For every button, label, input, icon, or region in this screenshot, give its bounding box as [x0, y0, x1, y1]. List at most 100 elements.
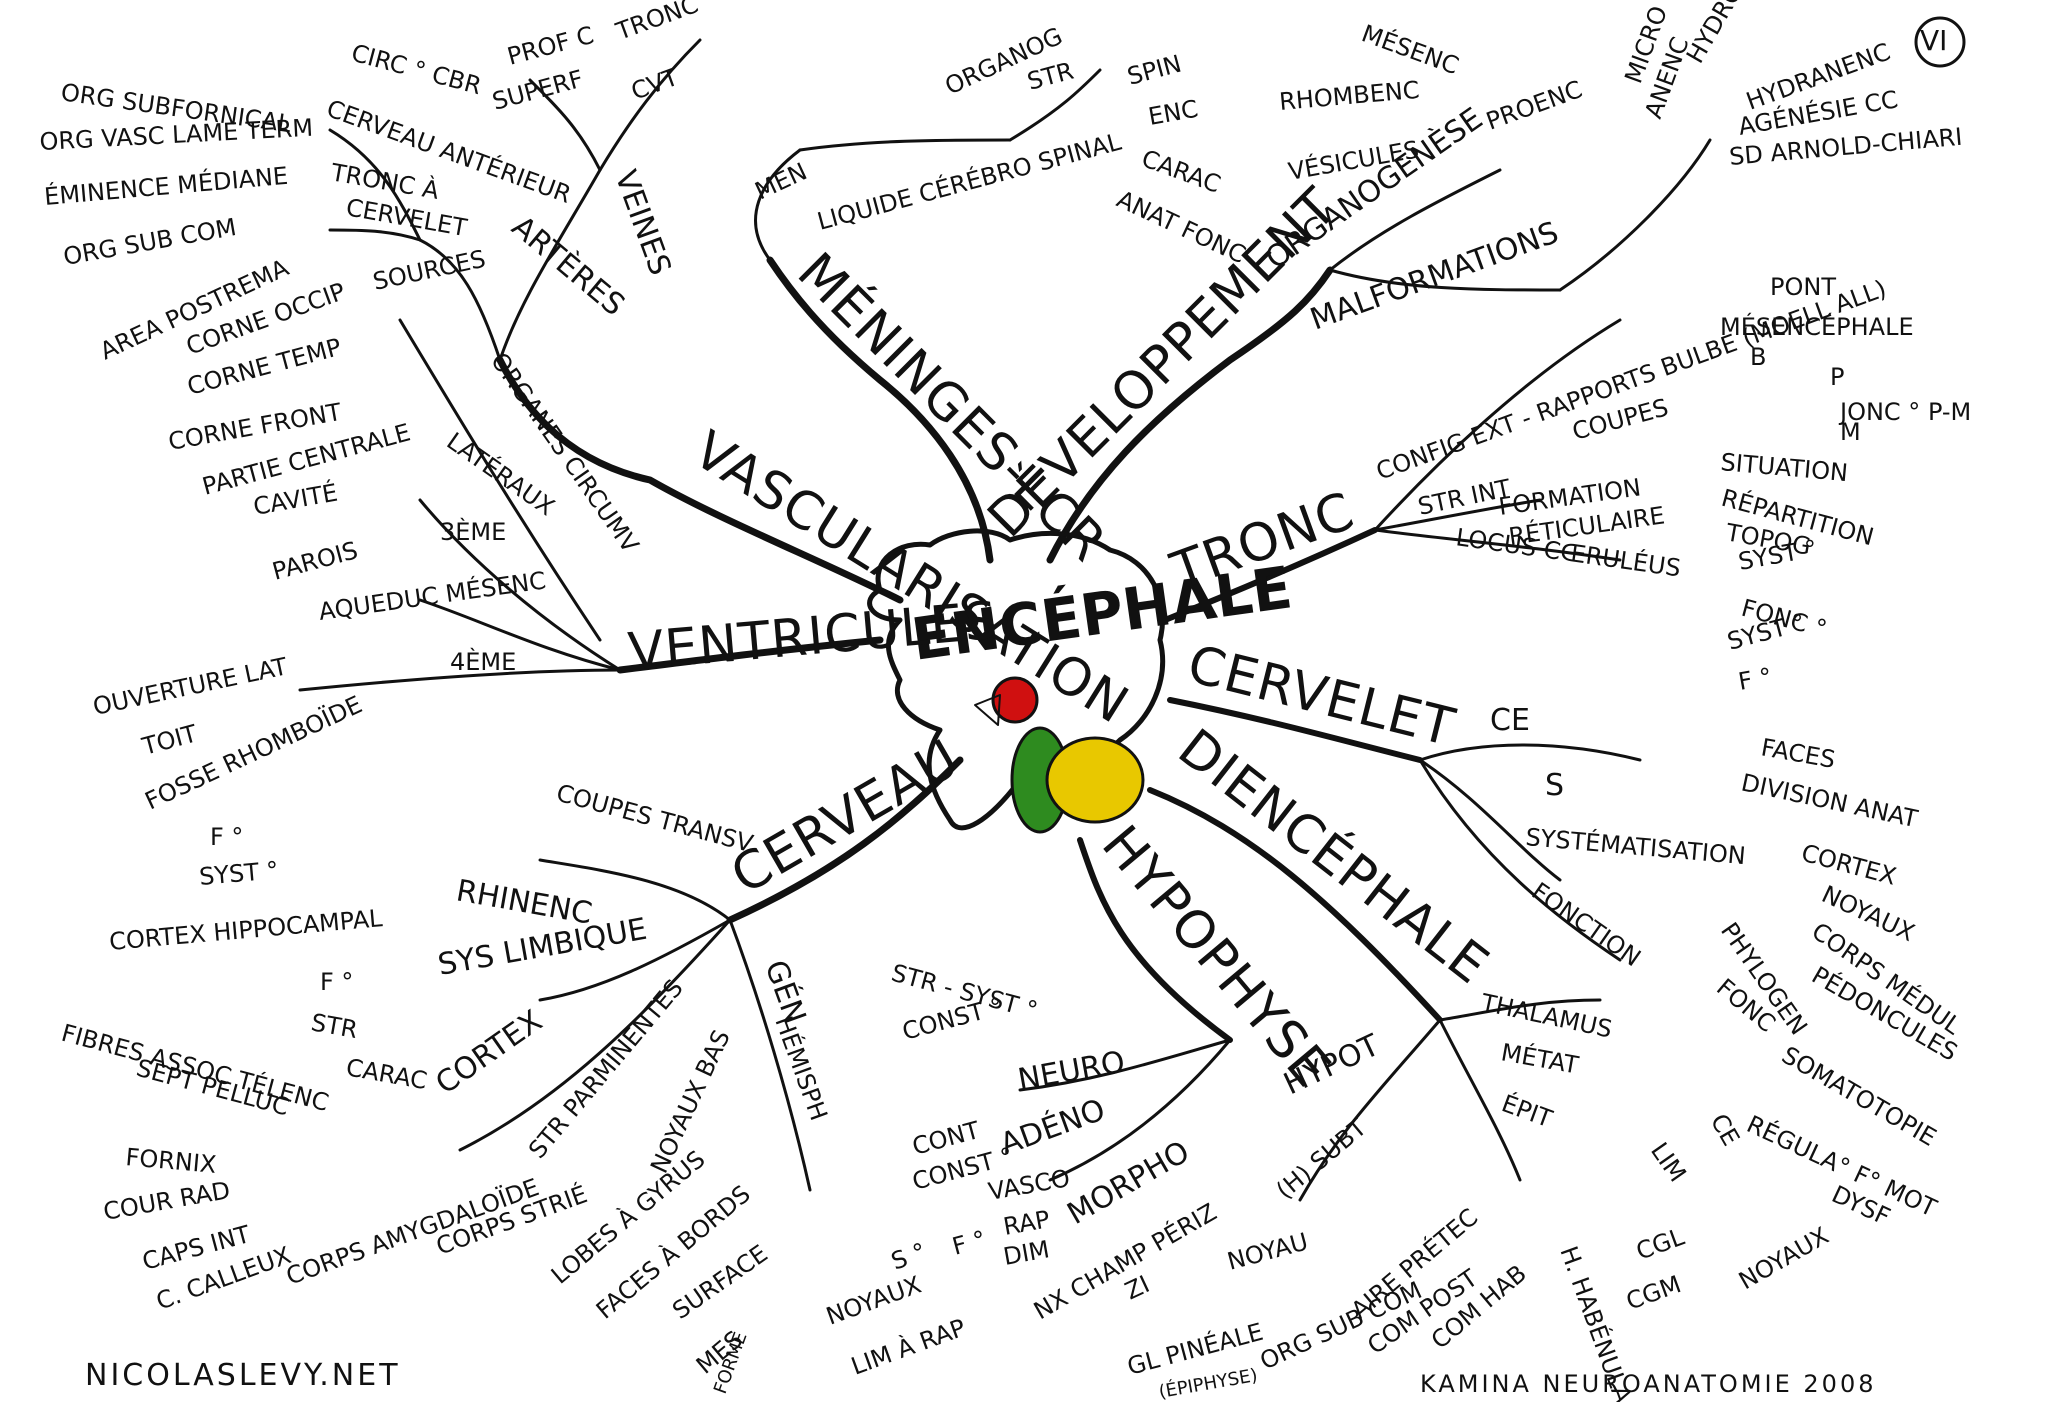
- node-label: RHINENC: [454, 873, 595, 931]
- node-label: CORTEX: [1798, 839, 1899, 891]
- branch-developpement: [1046, 266, 1334, 564]
- node-label: P: [1830, 363, 1844, 391]
- connector-line: [1018, 1038, 1232, 1092]
- connector-line: [1373, 498, 1542, 532]
- node-label: SPIN: [1124, 50, 1184, 91]
- connector-line: [1418, 758, 1562, 882]
- node-label: S °: [887, 1237, 929, 1275]
- connector-line: [1438, 998, 1602, 1022]
- node-label: LOBES À GYRUS: [545, 1144, 710, 1289]
- connector-line: [418, 498, 622, 672]
- brain-red-dot: [991, 676, 1039, 724]
- credit-left: NICOLASLEVY.NET: [85, 1358, 401, 1393]
- node-label: PONT: [1770, 273, 1836, 301]
- connector-line: [538, 918, 732, 1002]
- node-label: F °: [320, 968, 353, 996]
- group-cervelet: CE S FACES DIVISION ANAT SYSTÉMATISATION…: [1490, 703, 1967, 1231]
- branch-meninges: [766, 256, 994, 564]
- node-label: NEURO: [1015, 1045, 1127, 1098]
- group-hypophyse: NEURO STR - SYST ° CONST ° ADÉNO CONT CO…: [822, 959, 1195, 1381]
- node-label: (H) SUBT: [1271, 1113, 1372, 1204]
- connector-line: [298, 668, 622, 692]
- node-label: SUPERF: [489, 65, 586, 116]
- branch-cervelet: [1167, 697, 1423, 763]
- node-label: ÉMINENCE MÉDIANE: [43, 161, 289, 211]
- node-label: 3ÈME: [440, 517, 506, 546]
- node-label: ÉPIT: [1498, 1088, 1557, 1133]
- connector-line: [598, 38, 702, 172]
- node-label: M: [1840, 418, 1861, 446]
- connector-line: [1328, 168, 1502, 272]
- node-label: ORG VASC LAME TERM: [39, 114, 314, 156]
- connector-line: [754, 148, 802, 262]
- node-label: CORTEX: [430, 1003, 549, 1101]
- head-outline: [867, 528, 1166, 831]
- node-label: ADÉNO: [995, 1092, 1109, 1163]
- node-label: RHOMBENC: [1278, 76, 1421, 116]
- node-label: CONFIG EXT - RAPPORTS BULBE (MOELL ALL): [1372, 274, 1890, 485]
- main-branches: [496, 256, 1443, 1043]
- plate-circle: [1914, 16, 1966, 68]
- node-label: MÉSENCÉPHALE: [1720, 312, 1914, 341]
- node-label: F °: [949, 1225, 989, 1261]
- connector-line: [1373, 318, 1622, 532]
- node-label: JONC ° P-M: [1838, 398, 1971, 426]
- label-cerveau: CERVEAU: [722, 729, 970, 907]
- connector-line: [1008, 68, 1102, 142]
- node-label: COUR RAD: [101, 1176, 232, 1226]
- branch-diencephale: [1147, 787, 1443, 1023]
- connector-line: [328, 228, 422, 242]
- node-label: B: [1750, 343, 1766, 371]
- credit-right: KAMINA NEUROANATOMIE 2008: [1420, 1370, 1876, 1398]
- node-label: ORGANES CIRCUMV: [485, 347, 644, 558]
- node-label: LIM: [1645, 1137, 1692, 1187]
- group-diencephale: THALAMUS MÉTAT ÉPIT CE NOYAUX LIM CGL CG…: [1029, 988, 1834, 1402]
- brain-yellow: [1045, 736, 1145, 824]
- node-label: MÉSENC: [1358, 18, 1463, 80]
- connector-line: [538, 858, 732, 922]
- connector-line: [798, 138, 1012, 152]
- branch-hypophyse: [1077, 837, 1233, 1043]
- node-label: OUVERTURE LAT: [90, 652, 290, 721]
- node-label: MÉTAT: [1499, 1037, 1581, 1079]
- node-label: CE: [1705, 1109, 1745, 1151]
- branch-vascularisation: [496, 356, 904, 604]
- connector-line: [418, 598, 622, 672]
- node-label: CARAC: [344, 1053, 429, 1095]
- node-label: ENC: [1146, 95, 1200, 131]
- node-label: SITUATION: [1719, 448, 1849, 487]
- node-label: LIM À RAP: [847, 1313, 969, 1381]
- node-label: TOIT: [138, 719, 200, 761]
- node-label: CARAC: [1138, 144, 1224, 198]
- node-label: MALFORMATIONS: [1306, 215, 1563, 337]
- connector-line: [1373, 528, 1622, 562]
- group-vascularisation: ARTÈRES CIRC ° CBR CERVEAU ANTÉRIEUR TRO…: [323, 0, 702, 323]
- connector-line: [728, 918, 812, 1192]
- node-label: FACES: [1759, 733, 1837, 774]
- connector-line: [1418, 758, 1622, 962]
- connector-line: [1418, 743, 1642, 762]
- node-label: CGL: [1632, 1222, 1688, 1265]
- connector-line: [328, 128, 422, 242]
- connector-line: [458, 918, 732, 1152]
- node-label: FORNIX: [124, 1143, 217, 1179]
- connector-line: [528, 78, 602, 172]
- connector-line: [1558, 138, 1712, 292]
- node-label: F °: [210, 823, 243, 851]
- branch-cerveau: [726, 756, 964, 924]
- sub-branches: [298, 38, 1712, 1202]
- node-label: ORG SUB COM: [61, 213, 238, 271]
- node-label: SYSTÉMATISATION: [1524, 822, 1746, 870]
- node-label: PROENC: [1482, 75, 1585, 135]
- branch-ventricules: [616, 636, 884, 674]
- node-label: ANAT FONC: [1112, 185, 1249, 269]
- node-label: NOYAUX: [1734, 1222, 1834, 1296]
- node-label: THALAMUS: [1478, 988, 1615, 1043]
- node-label: VEINES: [607, 166, 677, 280]
- connector-line: [498, 168, 602, 362]
- node-label: TRONC: [612, 0, 702, 46]
- node-label: TRONC À: [328, 157, 442, 205]
- node-label: HYDRO: [1681, 0, 1749, 68]
- node-label: CIRC ° CBR: [348, 39, 484, 101]
- node-label: CVT: [627, 63, 682, 106]
